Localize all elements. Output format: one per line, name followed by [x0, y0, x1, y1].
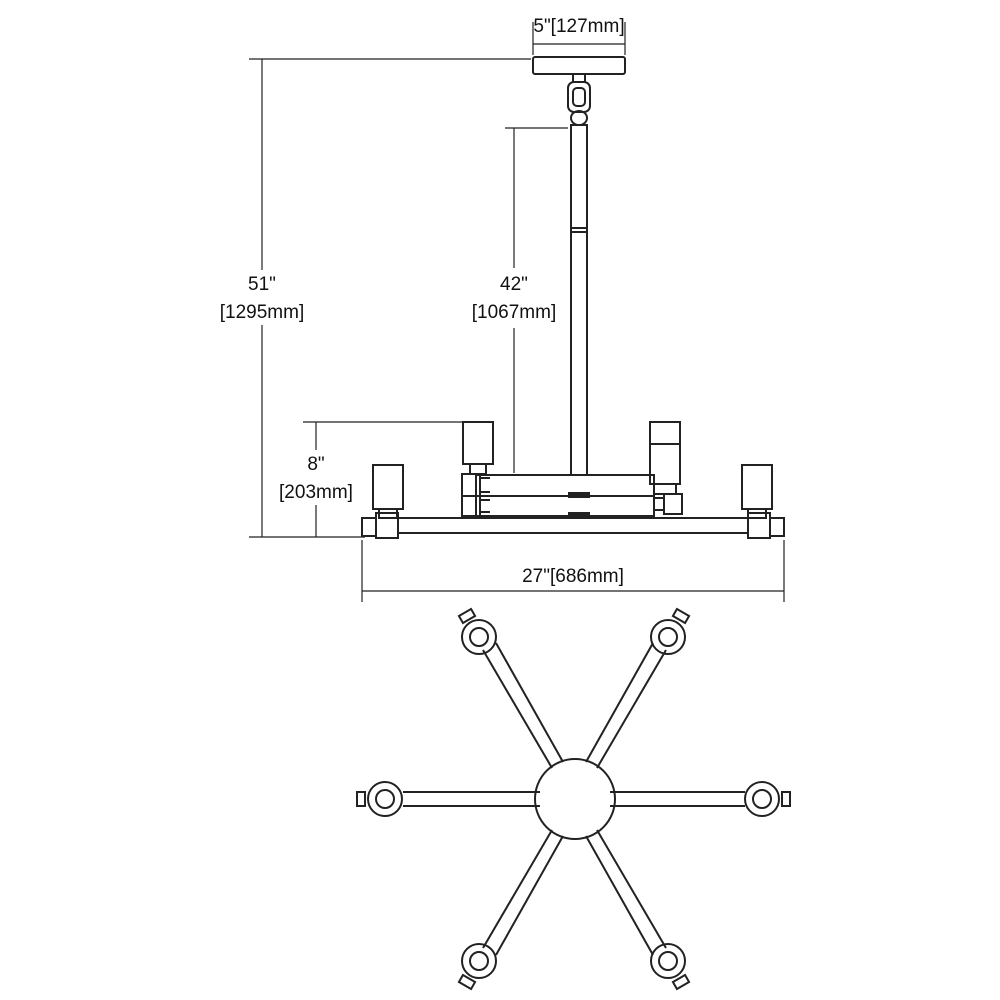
plan-center-hub	[534, 758, 616, 840]
plan-view	[356, 607, 791, 991]
outer-shade-right	[741, 464, 785, 539]
main-arm-bar	[397, 517, 749, 534]
center-hub	[475, 474, 655, 518]
plan-lamp-left	[367, 781, 403, 817]
rod-length-dimension: 42" [1067mm]	[472, 127, 568, 473]
fixture-width-dimension: 27"[686mm]	[361, 540, 785, 602]
overall-height-mm-label: [1295mm]	[220, 302, 304, 323]
inner-shade-right	[649, 421, 683, 515]
inner-shade-left	[461, 421, 494, 517]
fixture-height-inch-label: 8"	[307, 454, 324, 475]
plan-lamp-lower-left	[461, 943, 497, 979]
plan-end-caps	[356, 607, 791, 991]
plan-arms	[403, 642, 745, 956]
plan-lamp-right	[744, 781, 780, 817]
plan-lamp-upper-left	[461, 619, 497, 655]
canopy	[532, 56, 626, 75]
fixture-height-mm-label: [203mm]	[279, 482, 353, 503]
fixture-width-label: 27"[686mm]	[522, 566, 624, 587]
outer-shade-left	[361, 464, 404, 539]
chain	[567, 73, 591, 126]
down-rod	[570, 124, 588, 476]
rod-length-mm-label: [1067mm]	[472, 302, 556, 323]
plan-lamp-lower-right	[650, 943, 686, 979]
rod-length-inch-label: 42"	[500, 274, 528, 295]
canopy-width-label: 5"[127mm]	[533, 16, 624, 37]
side-elevation: 5"[127mm] 51" [1295mm]	[220, 16, 785, 602]
overall-height-inch-label: 51"	[248, 274, 276, 295]
fixture-height-dimension: 8" [203mm]	[279, 421, 462, 537]
canopy-width-dimension: 5"[127mm]	[532, 16, 626, 55]
plan-lamp-upper-right	[650, 619, 686, 655]
overall-height-dimension: 51" [1295mm]	[220, 58, 531, 538]
